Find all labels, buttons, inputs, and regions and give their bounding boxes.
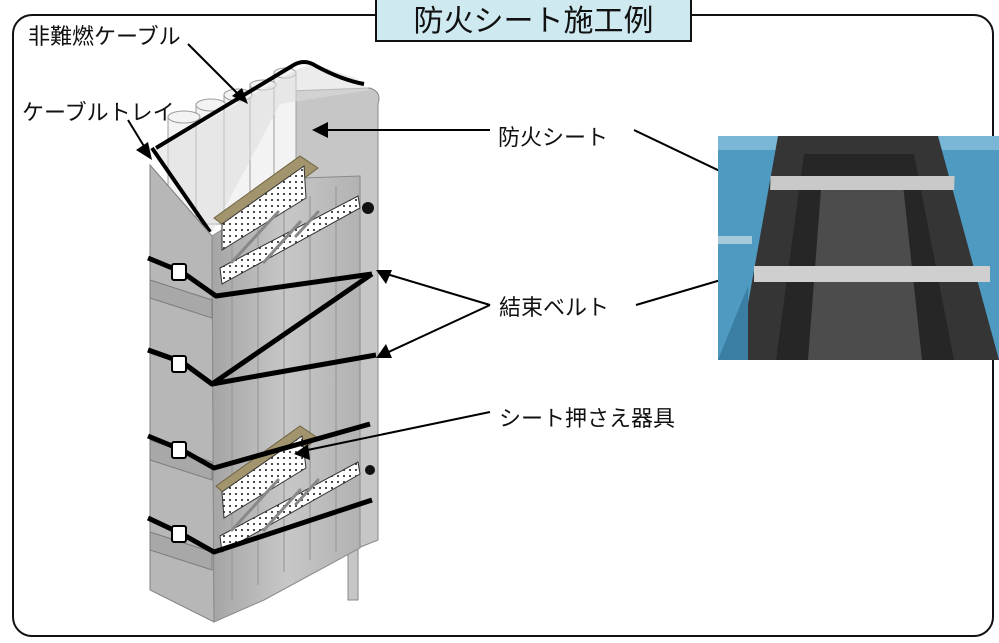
- label-binding-belt: 結束ベルト: [499, 296, 610, 321]
- binding-belts: [146, 255, 377, 555]
- label-sheet-clamp: シート押さえ器具: [499, 407, 676, 432]
- fire-sheet-top: [156, 64, 370, 232]
- panel-separators: [149, 279, 213, 571]
- upper-sheet-clamp: [213, 155, 374, 285]
- belt-buckles: [171, 263, 187, 543]
- label-fire-sheet: 防火シート: [498, 126, 609, 151]
- fire-sheet-installation-photo: [718, 136, 999, 360]
- label-non-flame-retardant-cable: 非難燃ケーブル: [28, 25, 181, 50]
- sheet-top-outline: [150, 60, 365, 234]
- label-cable-tray: ケーブルトレイ: [22, 101, 175, 126]
- page-title: 防火シート施工例: [375, 0, 692, 42]
